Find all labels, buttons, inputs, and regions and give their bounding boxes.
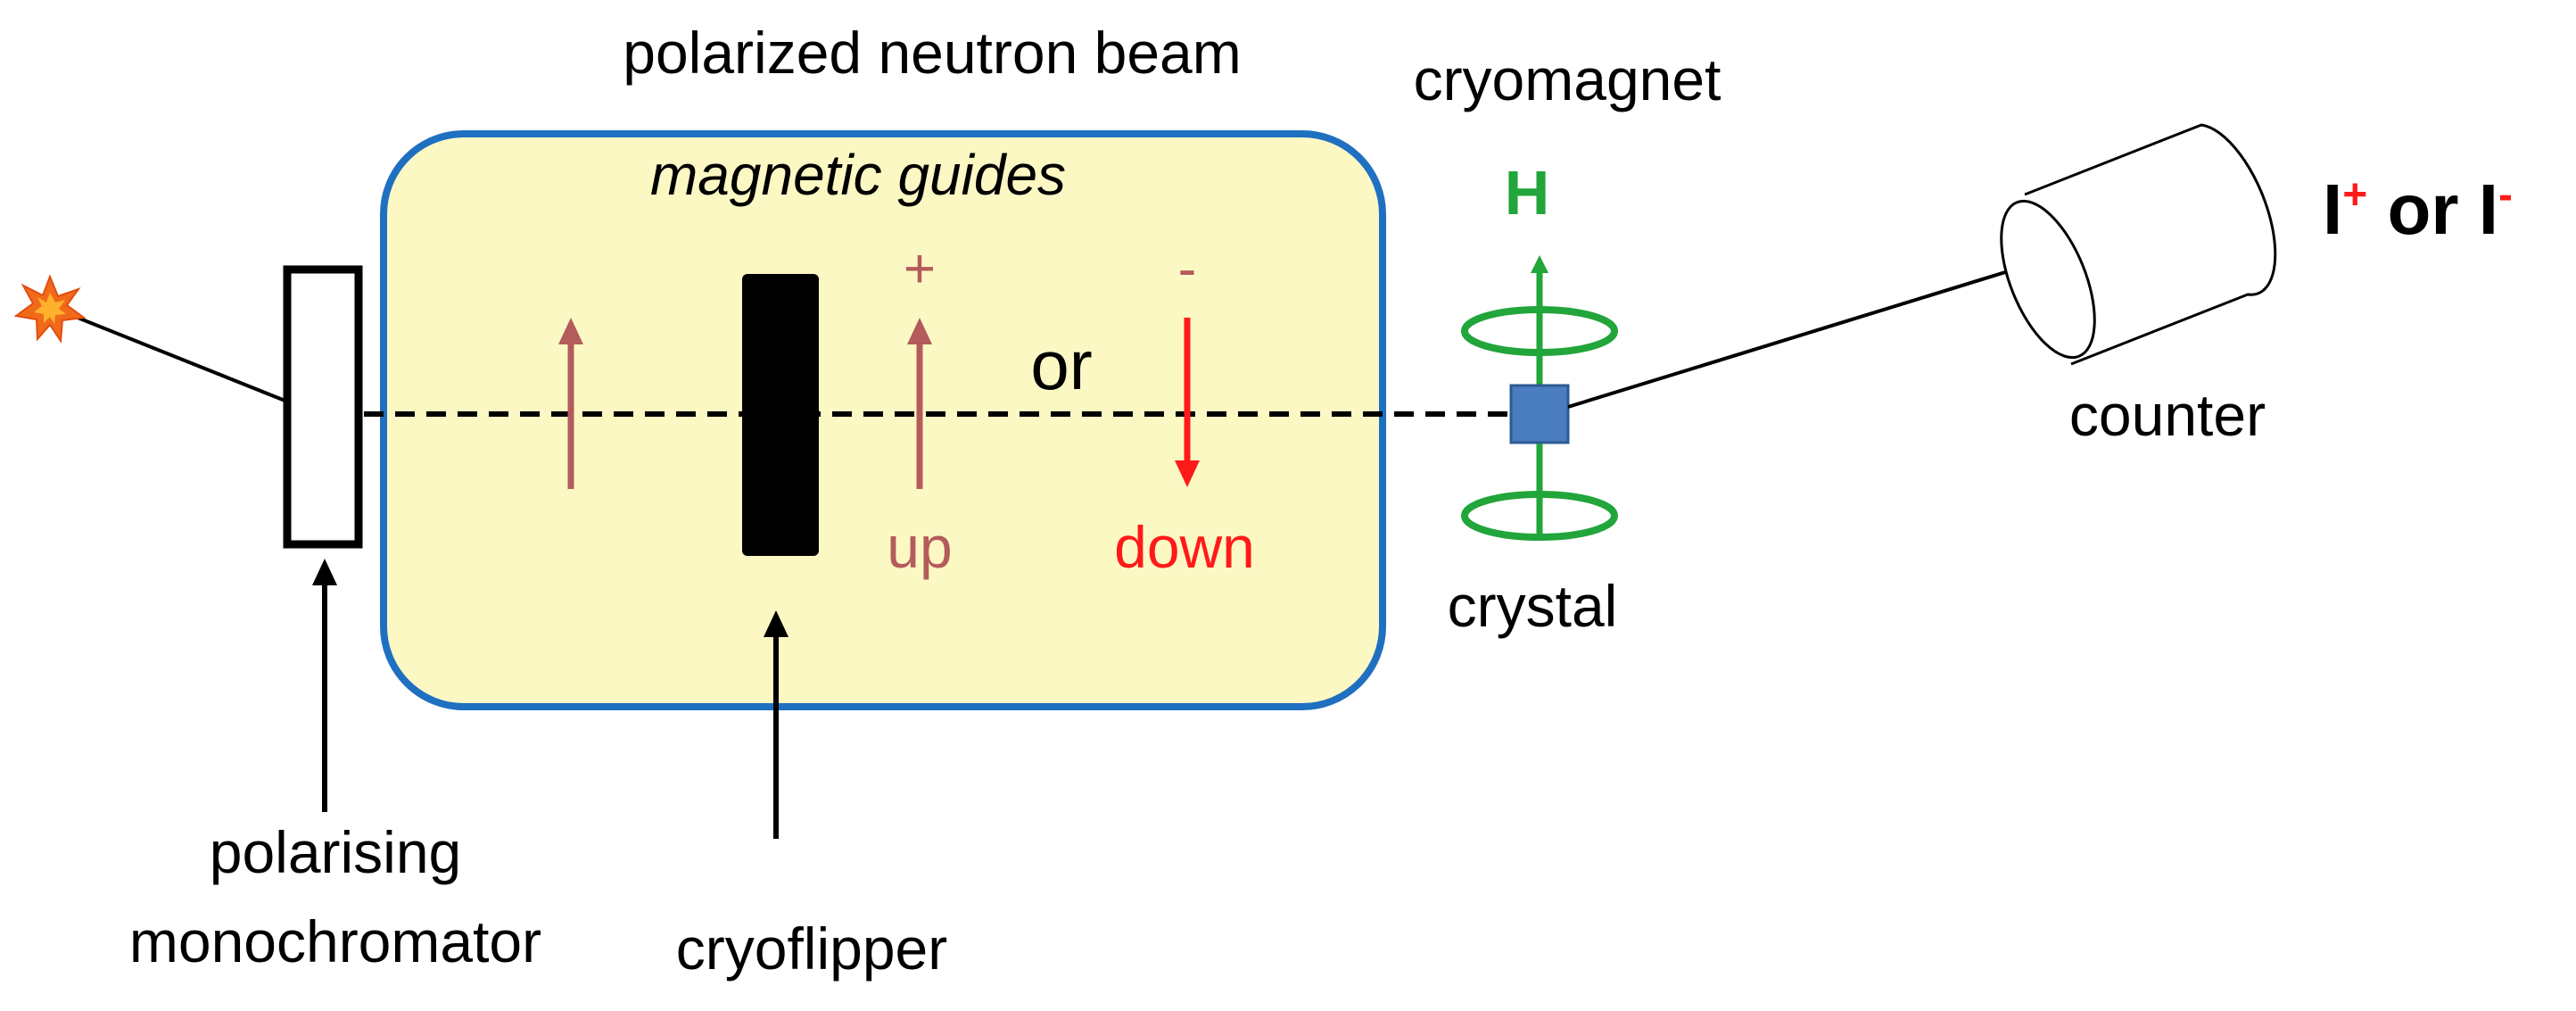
up-label: up [887, 514, 952, 580]
scattered-beam [1567, 253, 2061, 409]
monochromator-slab [283, 265, 363, 549]
cryoflipper-block [742, 274, 819, 556]
spin-up-arrow-before-flipper [558, 318, 583, 489]
down-label: down [1114, 514, 1255, 580]
crystal-label: crystal [1448, 573, 1618, 639]
starburst-icon [13, 274, 87, 344]
monochromator-label-line2: monochromator [129, 908, 541, 974]
monochromator-pointer-head [312, 559, 337, 585]
intensity-label: I+ or I- [2323, 170, 2513, 249]
field-label: H [1505, 158, 1550, 228]
cryomagnet-label: cryomagnet [1414, 46, 1721, 112]
spin-down-arrow [1175, 318, 1200, 487]
intensity-plus-base: I [2323, 170, 2342, 249]
minus-sign: - [1178, 238, 1197, 300]
cylinder-icon [2000, 123, 2277, 366]
spin-up-arrow [907, 318, 932, 489]
cryoflipper-pointer-head [764, 610, 788, 637]
magnetic-guides-box [380, 130, 1386, 710]
beam-title: polarized neutron beam [623, 20, 1241, 86]
intensity-plus-sup: + [2342, 171, 2367, 219]
intensity-minus-sup: - [2498, 171, 2513, 219]
crystal-sample [1509, 384, 1570, 444]
cryoflipper-label: cryoflipper [676, 916, 947, 982]
field-arrow-head [1531, 255, 1548, 273]
incident-beam-line [54, 307, 288, 403]
monochromator-label-line1: polarising [210, 819, 462, 885]
intensity-or: or [2367, 170, 2478, 249]
or-label: or [1030, 326, 1092, 404]
plus-sign: + [904, 238, 936, 300]
counter-label: counter [2069, 382, 2266, 448]
intensity-minus-base: I [2479, 170, 2498, 249]
magnetic-guides-label: magnetic guides [650, 143, 1066, 207]
